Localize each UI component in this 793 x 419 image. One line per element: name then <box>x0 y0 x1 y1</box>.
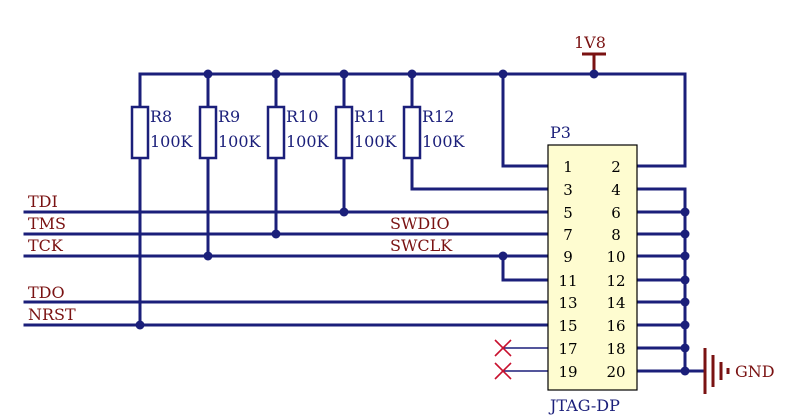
net-nrst: NRST <box>23 305 550 330</box>
ground-symbol: GND <box>703 348 775 394</box>
net-label-swdio: SWDIO <box>390 214 450 233</box>
pin-number-2: 2 <box>611 158 621 176</box>
pin-number-1: 1 <box>563 158 573 176</box>
pin-number-4: 4 <box>611 181 621 199</box>
net-tdo: TDO <box>23 283 550 304</box>
net-label-tdo: TDO <box>28 283 65 302</box>
pin-number-14: 14 <box>606 294 625 312</box>
resistor-value: 100K <box>150 132 194 151</box>
resistor-value: 100K <box>354 132 398 151</box>
net-label-tms: TMS <box>28 214 66 233</box>
connector-pins-right: 2 4 6 8 10 12 14 16 18 20 <box>606 158 625 381</box>
pin-number-10: 10 <box>606 248 625 266</box>
resistor-r10: R10 100K <box>266 72 330 236</box>
net-tdi: TDI <box>23 192 550 217</box>
resistor-value: 100K <box>286 132 330 151</box>
net-tms: TMS SWDIO <box>23 214 550 239</box>
ground-label: GND <box>735 362 775 381</box>
resistor-r11: R11 100K <box>334 72 398 214</box>
pin-number-20: 20 <box>606 363 625 381</box>
pin-number-9: 9 <box>563 248 573 266</box>
resistor-ref: R10 <box>286 107 318 126</box>
pin-number-11: 11 <box>558 272 577 290</box>
net-label-swclk: SWCLK <box>390 236 453 255</box>
pin-number-15: 15 <box>558 317 577 335</box>
net-label-nrst: NRST <box>28 305 76 324</box>
pin-number-13: 13 <box>558 294 577 312</box>
power-symbol-1v8: 1V8 <box>574 33 606 74</box>
pin-number-3: 3 <box>563 181 573 199</box>
pin-number-8: 8 <box>611 226 621 244</box>
ground-bus <box>635 187 707 376</box>
connector-designator: P3 <box>550 123 571 142</box>
no-connect-pins <box>494 339 548 380</box>
resistor-ref: R12 <box>422 107 454 126</box>
net-label-tck: TCK <box>28 236 64 255</box>
net-label-tdi: TDI <box>28 192 58 211</box>
pin-number-16: 16 <box>606 317 625 335</box>
pin-number-7: 7 <box>563 226 573 244</box>
pin-number-6: 6 <box>611 204 621 222</box>
resistor-r9: R9 100K <box>198 72 262 258</box>
resistor-ref: R9 <box>218 107 240 126</box>
resistor-r12: R12 100K <box>402 72 550 191</box>
pin-number-18: 18 <box>606 340 625 358</box>
pin-number-5: 5 <box>563 204 573 222</box>
pin-number-12: 12 <box>606 272 625 290</box>
pin-number-19: 19 <box>558 363 577 381</box>
resistor-value: 100K <box>422 132 466 151</box>
connector-part: JTAG-DP <box>548 396 620 415</box>
power-label: 1V8 <box>574 33 606 52</box>
resistor-ref: R11 <box>354 107 386 126</box>
pin-number-17: 17 <box>558 340 577 358</box>
net-tck: TCK SWCLK <box>23 236 550 282</box>
resistor-r8: R8 100K <box>130 72 194 327</box>
resistor-ref: R8 <box>150 107 172 126</box>
resistor-value: 100K <box>218 132 262 151</box>
